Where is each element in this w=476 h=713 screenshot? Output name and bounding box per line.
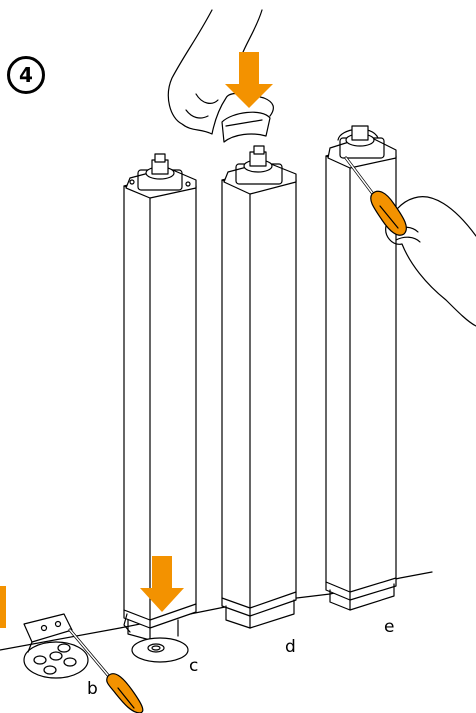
mounting-plate-icon xyxy=(24,614,88,678)
clip-icon xyxy=(222,112,270,142)
foot-plate-c xyxy=(132,638,188,662)
part-label-c: c xyxy=(189,656,198,676)
accent-marker xyxy=(0,586,6,628)
part-label-d: d xyxy=(285,637,296,657)
down-arrow-icon xyxy=(225,52,273,108)
part-label-e: e xyxy=(384,617,394,637)
step-number: 4 xyxy=(7,56,45,94)
part-label-b: b xyxy=(87,679,98,699)
leg-d xyxy=(222,146,296,628)
